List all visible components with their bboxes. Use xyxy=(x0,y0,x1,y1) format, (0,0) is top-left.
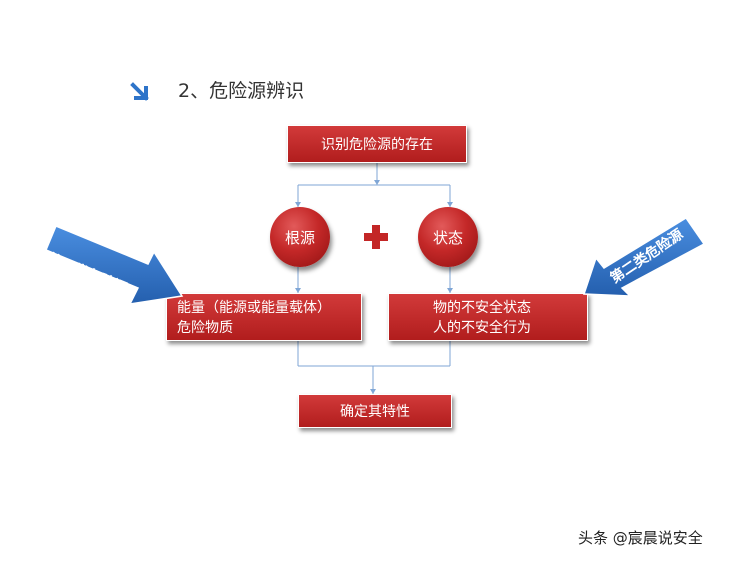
identify-hazard-box: 识别危险源的存在 xyxy=(287,125,467,163)
energy-hazard-line-2: 危险物质 xyxy=(177,320,233,336)
unsafe-condition-line-2: 人的不安全行为 xyxy=(433,320,531,336)
unsafe-condition-line-1: 物的不安全状态 xyxy=(433,300,531,316)
section-heading: 2、危险源辨识 xyxy=(178,80,305,102)
first-class-hazard-arrow-icon xyxy=(45,225,184,304)
state-label: 状态 xyxy=(432,228,463,247)
root-cause-label: 根源 xyxy=(284,228,315,247)
watermark: 头条 @宸晨说安全 xyxy=(578,529,703,547)
energy-hazard-line-1: 能量（能源或能量载体） xyxy=(177,300,331,316)
second-class-hazard-arrow-icon xyxy=(582,216,706,296)
plus-icon xyxy=(364,225,388,249)
root-cause-circle: 根源 xyxy=(270,207,330,267)
identify-hazard-label: 识别危险源的存在 xyxy=(321,137,433,153)
energy-hazard-box: 能量（能源或能量载体） 危险物质 xyxy=(166,293,362,341)
heading-arrow-icon xyxy=(130,82,149,101)
unsafe-condition-box: 物的不安全状态 人的不安全行为 xyxy=(388,293,588,341)
state-circle: 状态 xyxy=(418,207,478,267)
determine-characteristics-label: 确定其特性 xyxy=(340,404,410,420)
determine-characteristics-box: 确定其特性 xyxy=(298,394,452,428)
